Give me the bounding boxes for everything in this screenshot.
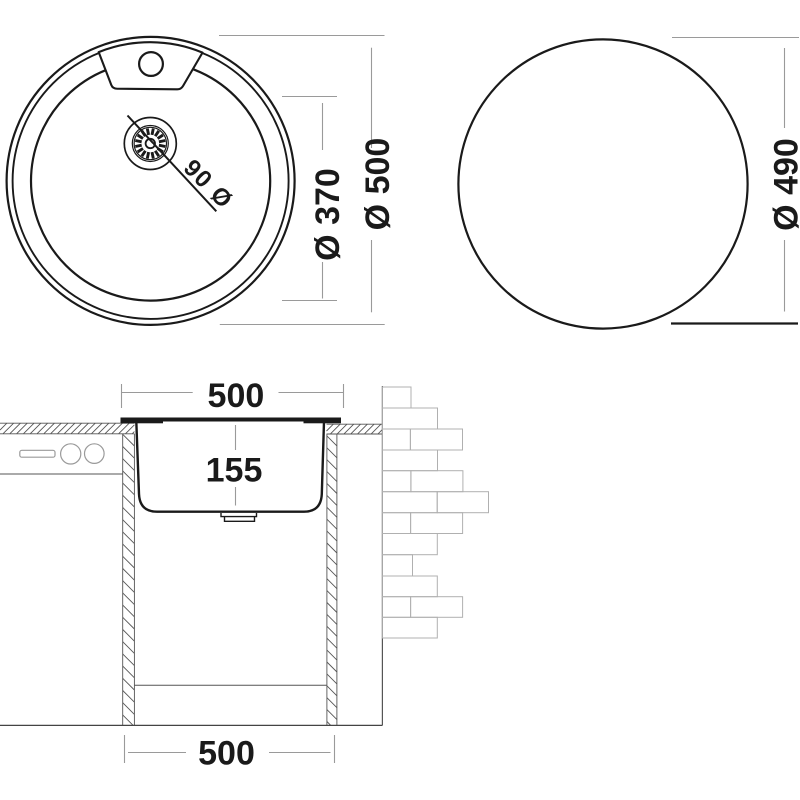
svg-text:Ø 490: Ø 490	[768, 138, 800, 231]
svg-text:500: 500	[208, 377, 265, 415]
svg-text:Ø 500: Ø 500	[359, 138, 397, 231]
svg-text:Ø 370: Ø 370	[309, 168, 347, 261]
svg-text:500: 500	[198, 735, 255, 773]
svg-text:155: 155	[206, 452, 263, 490]
